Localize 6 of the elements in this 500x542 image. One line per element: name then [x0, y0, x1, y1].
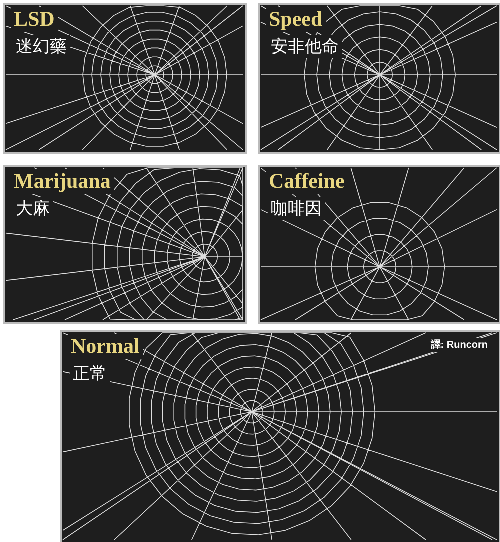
- panel-title: Normal: [68, 334, 143, 359]
- panel-title: LSD: [11, 7, 58, 32]
- panel-subtitle: 咖啡因: [268, 197, 325, 220]
- panel-title: Marijuana: [11, 169, 114, 194]
- panel-title: Speed: [266, 7, 326, 32]
- panel-subtitle: 正常: [70, 362, 110, 385]
